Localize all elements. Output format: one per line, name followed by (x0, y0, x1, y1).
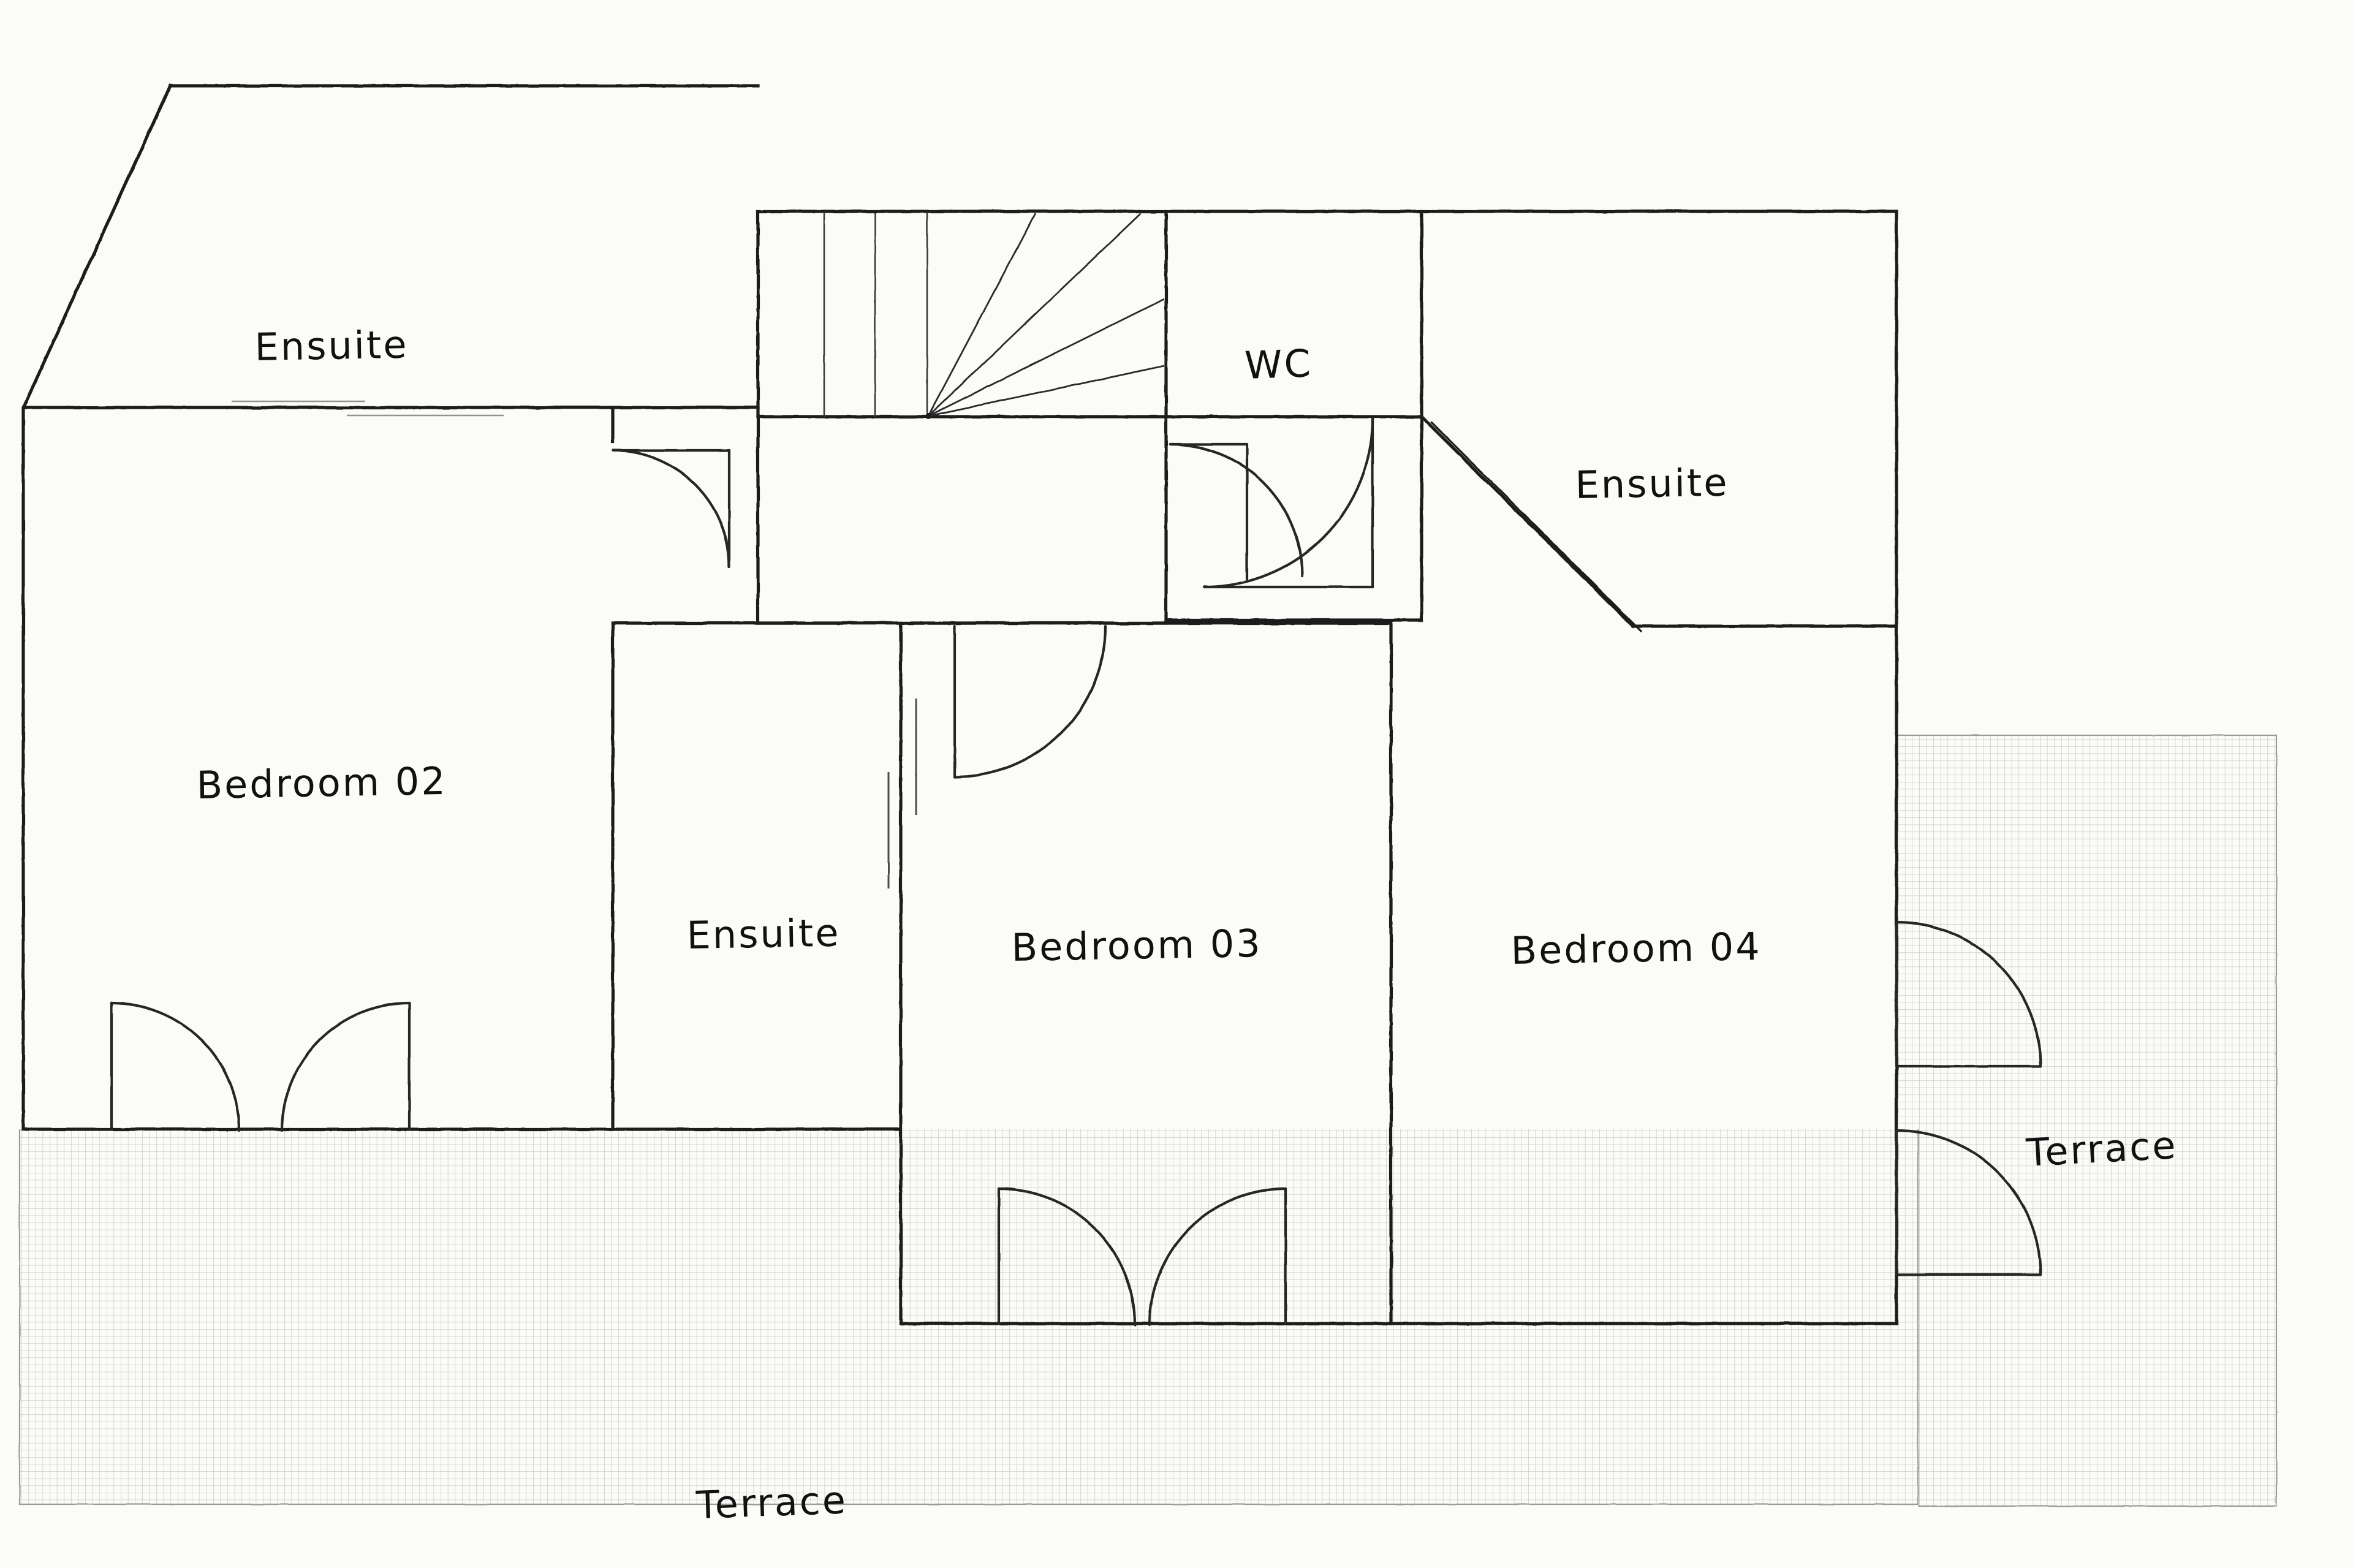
terrace-areas (18, 734, 2278, 1507)
french-door-bedroom03 (997, 1187, 1287, 1327)
terrace-bottom-outline (18, 1129, 1919, 1506)
stair-winder-1 (927, 213, 1037, 417)
door-arc-right (280, 1001, 411, 1132)
door-arc-left (997, 1187, 1137, 1327)
terrace-bottom-area (20, 1129, 1918, 1504)
door-swings (110, 417, 2042, 1327)
door-wc-right (1202, 417, 1374, 589)
door-arc (1895, 1129, 2042, 1276)
stair-pivot-point (925, 413, 931, 419)
door-wc-left (1169, 442, 1304, 581)
opening-marks (887, 699, 917, 888)
wall-ensuite-right-diagonal-b (1430, 421, 1643, 633)
door-bedroom03-entry (953, 624, 1107, 779)
wall-ensuite-topleft-diagonal (21, 83, 173, 410)
door-arc (1895, 920, 2042, 1068)
door-bedroom04-terrace-upper (1895, 920, 2042, 1068)
stair-winder-2 (928, 212, 1142, 417)
door-arc (1169, 442, 1304, 578)
door-bedroom04-terrace-lower (1895, 1129, 2042, 1276)
door-arc-right (1148, 1187, 1287, 1327)
french-door-bedroom02 (110, 1001, 411, 1132)
staircase (823, 212, 1165, 419)
door-arc (611, 449, 731, 569)
window-marks (232, 400, 504, 417)
stair-winder-3 (928, 298, 1165, 417)
terrace-right-area (1895, 735, 2276, 1506)
door-arc (1202, 417, 1374, 589)
door-arc-left (110, 1001, 241, 1132)
door-arc (953, 624, 1107, 779)
stair-winder-4 (928, 365, 1165, 417)
wall-ensuite-right-diagonal-a (1419, 414, 1635, 629)
terrace-right-outline (1895, 734, 2278, 1507)
door-bedroom02-entry (611, 449, 731, 569)
